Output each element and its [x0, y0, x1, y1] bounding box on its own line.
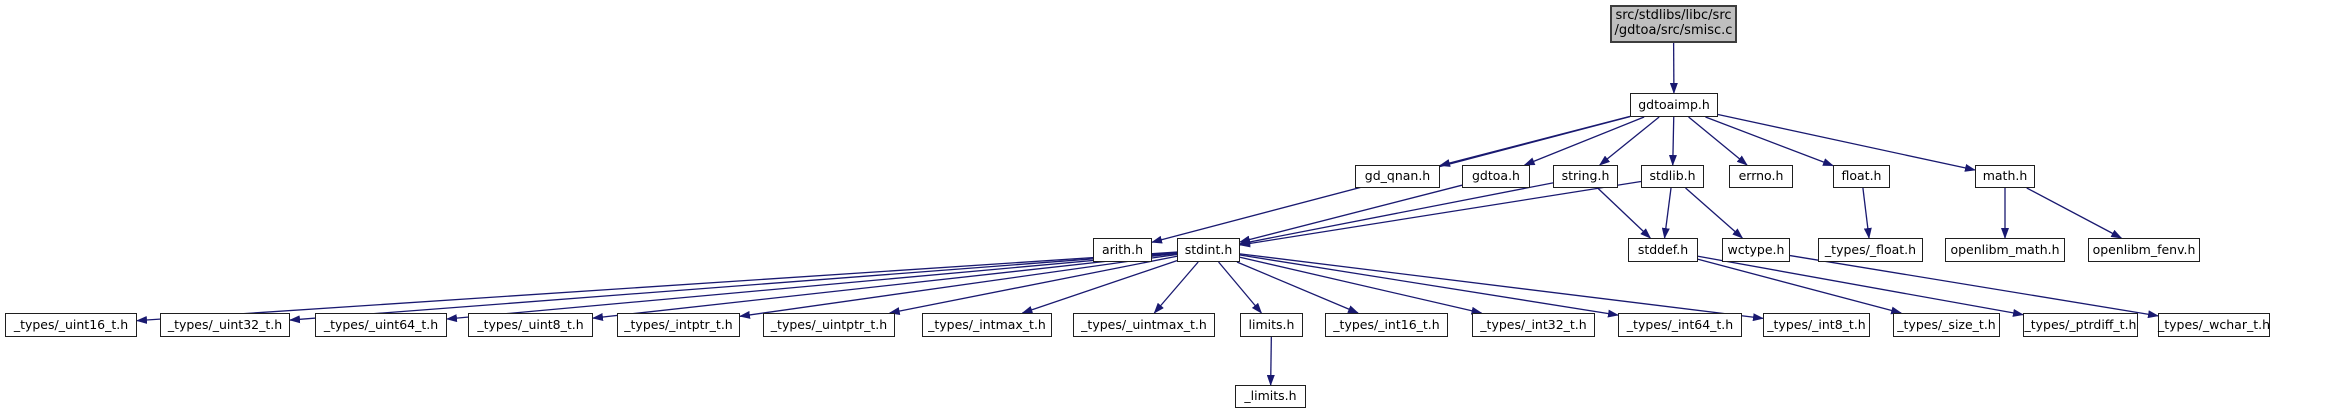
edge-math-openlibm_fenv — [2026, 187, 2123, 239]
graph-node-label: _limits.h — [1244, 388, 1297, 404]
edge-stddef-size_t — [1697, 258, 1903, 315]
edge-stdint-uintptr — [888, 255, 1178, 315]
graph-node-label: _types/_int32_t.h — [1480, 316, 1587, 332]
edge-stdint-intptr — [739, 253, 1178, 319]
graph-node-label: _types/_uintmax_t.h — [1081, 316, 1207, 332]
graph-node-label: stdint.h — [1184, 241, 1233, 257]
graph-node-gdtoa[interactable]: gdtoa.h — [1462, 165, 1530, 188]
graph-node-label: src/stdlibs/libc/src /gdtoa/src/smisc.c — [1614, 8, 1733, 38]
edge-string-stdint — [1239, 182, 1554, 246]
edge-stdint-int8 — [1239, 253, 1764, 322]
graph-node-stdint[interactable]: stdint.h — [1177, 238, 1240, 262]
edge-stdint-uint16 — [136, 251, 1178, 324]
edge-stdint-uintmax — [1153, 261, 1199, 314]
edge-stdlib-wctype — [1685, 187, 1744, 239]
graph-node-limits[interactable]: limits.h — [1240, 313, 1303, 337]
edge-stdint-int32 — [1239, 256, 1483, 315]
edge-gdtoaimp-stdlib — [1668, 116, 1677, 166]
graph-node-smisc: src/stdlibs/libc/src /gdtoa/src/smisc.c — [1610, 5, 1737, 43]
edge-stdint-uint64 — [446, 252, 1178, 323]
edge-float-types_float — [1862, 187, 1872, 239]
edge-wctype-wchar — [1789, 254, 2159, 319]
graph-node-label: gdtoaimp.h — [1638, 96, 1710, 112]
edge-string-stddef — [1597, 187, 1652, 239]
graph-node-label: limits.h — [1248, 316, 1295, 332]
graph-node-stdlib[interactable]: stdlib.h — [1641, 165, 1704, 188]
graph-node-intptr[interactable]: _types/_intptr_t.h — [617, 313, 740, 337]
edge-gdtoaimp-string — [1598, 116, 1660, 166]
graph-node-label: _types/_intmax_t.h — [928, 316, 1046, 332]
graph-node-label: openlibm_fenv.h — [2092, 241, 2196, 257]
edge-stdint-intmax — [1021, 260, 1178, 314]
graph-node-label: _types/_uint8_t.h — [477, 316, 584, 332]
graph-node-gd_qnan[interactable]: gd_qnan.h — [1355, 165, 1440, 188]
graph-node-wctype[interactable]: wctype.h — [1722, 238, 1790, 262]
edge-stdint-int64 — [1239, 254, 1619, 318]
graph-node-label: string.h — [1561, 168, 1610, 184]
graph-node-label: _types/_uint32_t.h — [167, 316, 283, 332]
graph-node-label: float.h — [1841, 168, 1882, 184]
edge-stdlib-stddef — [1661, 187, 1672, 239]
graph-node-int16[interactable]: _types/_int16_t.h — [1325, 313, 1448, 337]
graph-node-label: _types/_int64_t.h — [1626, 316, 1734, 332]
graph-node-string[interactable]: string.h — [1553, 165, 1618, 188]
graph-node-label: gd_qnan.h — [1364, 168, 1431, 184]
edge-gdtoaimp-gdtoa — [1523, 116, 1645, 166]
graph-node-uint16[interactable]: _types/_uint16_t.h — [5, 313, 137, 337]
edge-stdlib-stdint — [1239, 180, 1642, 248]
graph-node-uintptr[interactable]: _types/_uintptr_t.h — [763, 313, 895, 337]
graph-node-uint8[interactable]: _types/_uint8_t.h — [468, 313, 593, 337]
graph-node-int32[interactable]: _types/_int32_t.h — [1472, 313, 1595, 337]
graph-node-label: gdtoa.h — [1472, 168, 1520, 184]
graph-node-label: openlibm_math.h — [1950, 241, 2060, 257]
graph-node-gdtoaimp[interactable]: gdtoaimp.h — [1630, 93, 1718, 117]
graph-node-label: errno.h — [1738, 168, 1784, 184]
edge-stdint-limits — [1218, 261, 1263, 314]
graph-node-uint32[interactable]: _types/_uint32_t.h — [160, 313, 290, 337]
graph-node-float[interactable]: float.h — [1833, 165, 1890, 188]
edge-gdtoa-stdint — [1239, 184, 1463, 244]
graph-node-int64[interactable]: _types/_int64_t.h — [1618, 313, 1742, 337]
graph-node-label: _types/_int16_t.h — [1333, 316, 1440, 332]
edge-stdint-uint32 — [289, 251, 1178, 324]
graph-node-label: _types/_uintptr_t.h — [770, 316, 888, 332]
graph-node-label: stddef.h — [1637, 241, 1689, 257]
graph-node-intmax[interactable]: _types/_intmax_t.h — [922, 313, 1052, 337]
graph-node-stddef[interactable]: stddef.h — [1628, 238, 1698, 262]
graph-node-label: arith.h — [1102, 241, 1143, 257]
graph-node-label: _types/_uint64_t.h — [323, 316, 439, 332]
edge-gdtoaimp-errno — [1688, 116, 1748, 166]
graph-node-label: _types/_ptrdiff_t.h — [2024, 316, 2137, 332]
graph-node-label: stdlib.h — [1649, 168, 1696, 184]
graph-node-openlibm_fenv[interactable]: openlibm_fenv.h — [2088, 238, 2200, 262]
graph-node-openlibm_math[interactable]: openlibm_math.h — [1945, 238, 2065, 262]
edge-gdtoaimp-float — [1705, 116, 1834, 167]
graph-node-label: _types/_uint16_t.h — [13, 316, 129, 332]
graph-node-label: math.h — [1982, 168, 2028, 184]
graph-node-label: _types/_wchar_t.h — [2158, 316, 2271, 332]
edge-stddef-ptrdiff — [1697, 255, 2024, 317]
graph-node-size_t[interactable]: _types/_size_t.h — [1893, 313, 2000, 337]
edge-limits-_limits — [1266, 336, 1275, 386]
graph-node-label: _types/_size_t.h — [1897, 316, 1996, 332]
graph-node-math[interactable]: math.h — [1975, 165, 2035, 188]
graph-node-ptrdiff[interactable]: _types/_ptrdiff_t.h — [2023, 313, 2138, 337]
edge-stdint-int16 — [1236, 261, 1359, 314]
graph-node-label: _types/_float.h — [1824, 241, 1917, 257]
graph-node-arith[interactable]: arith.h — [1093, 238, 1152, 262]
graph-node-label: _types/_intptr_t.h — [624, 316, 733, 332]
graph-node-int8[interactable]: _types/_int8_t.h — [1763, 313, 1870, 337]
graph-node-label: _types/_int8_t.h — [1767, 316, 1866, 332]
graph-node-types_float[interactable]: _types/_float.h — [1818, 238, 1923, 262]
graph-node-wchar[interactable]: _types/_wchar_t.h — [2158, 313, 2270, 337]
graph-node-label: wctype.h — [1727, 241, 1785, 257]
edge-stdint-uint8 — [592, 252, 1178, 321]
graph-node-_limits[interactable]: _limits.h — [1235, 385, 1306, 408]
edge-gdtoaimp-math — [1717, 113, 1976, 172]
graph-node-uint64[interactable]: _types/_uint64_t.h — [315, 313, 447, 337]
graph-node-errno[interactable]: errno.h — [1729, 165, 1793, 188]
graph-node-uintmax[interactable]: _types/_uintmax_t.h — [1073, 313, 1215, 337]
